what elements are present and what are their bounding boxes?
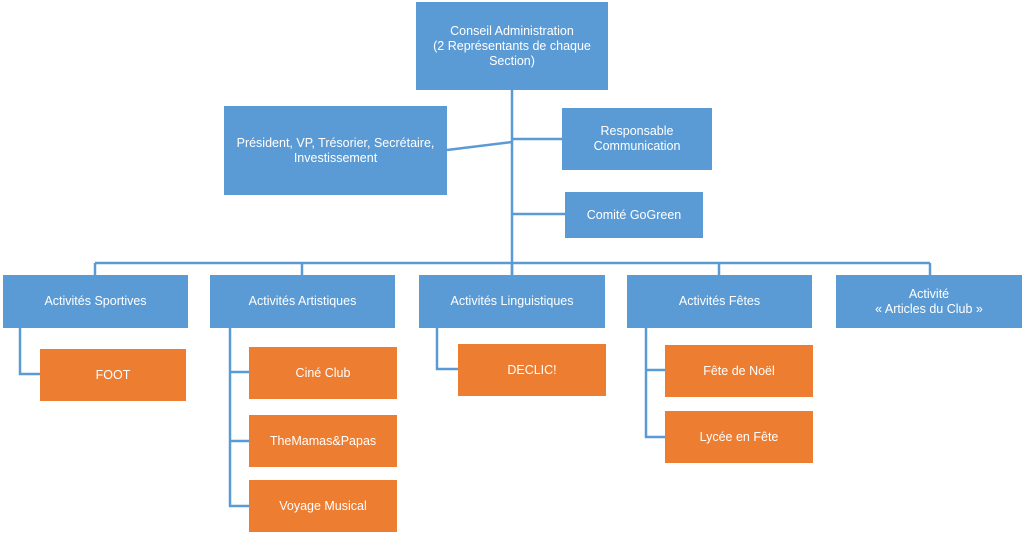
activity-lycee-en-fete-box: Lycée en Fête [665,411,813,463]
sportives-children-connector [18,328,40,376]
comite-gogreen-box: Comité GoGreen [565,192,703,238]
section-label: Activités Artistiques [248,294,357,308]
section-label: Activité « Articles du Club » [875,286,983,316]
activity-fete-de-noel-box: Fête de Noël [665,345,813,397]
fetes-children-connector [644,328,665,439]
bureau-label: Président, VP, Trésorier, Secrétaire, In… [236,135,435,165]
conseil-administration-box: Conseil Administration (2 Représentants … [416,2,608,90]
section-label: Activités Sportives [44,294,147,308]
responsable-communication-box: Responsable Communication [562,108,712,170]
activity-foot-box: FOOT [40,349,186,401]
bureau-box: Président, VP, Trésorier, Secrétaire, In… [224,106,447,195]
section-fetes-box: Activités Fêtes [627,275,812,328]
section-label: Activités Fêtes [678,294,761,308]
activity-label: Lycée en Fête [699,429,779,444]
activity-label: TheMamas&Papas [269,433,377,448]
activity-declic-box: DECLIC! [458,344,606,396]
activity-label: Fête de Noël [703,363,775,378]
section-linguistiques-box: Activités Linguistiques [419,275,605,328]
artistiques-children-connector [228,328,249,508]
activity-label: DECLIC! [507,362,557,377]
section-sportives-box: Activités Sportives [3,275,188,328]
activity-themamas-papas-box: TheMamas&Papas [249,415,397,467]
activity-label: Voyage Musical [279,498,367,513]
activity-label: FOOT [95,367,131,382]
section-artistiques-box: Activités Artistiques [210,275,395,328]
linguistiques-children-connector [435,328,458,371]
section-articles-club-box: Activité « Articles du Club » [836,275,1022,328]
responsable-communication-label: Responsable Communication [593,124,681,153]
comite-gogreen-label: Comité GoGreen [586,207,682,222]
activity-label: Ciné Club [295,365,351,380]
section-label: Activités Linguistiques [450,294,574,308]
activity-voyage-musical-box: Voyage Musical [249,480,397,532]
conseil-administration-label: Conseil Administration (2 Représentants … [433,23,591,68]
bureau-connector [446,140,513,152]
activity-cine-club-box: Ciné Club [249,347,397,399]
